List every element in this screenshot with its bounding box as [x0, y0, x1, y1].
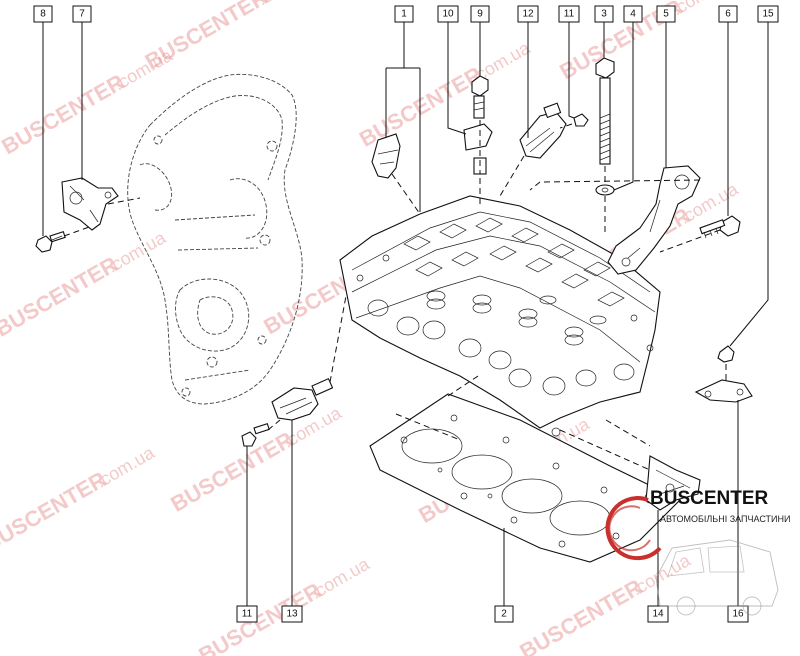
callout-boxes: 8 7 1 10 9 12 11 3 4 5 6 15 11 13 2 14 1… [33, 5, 779, 623]
svg-text:9: 9 [477, 9, 483, 20]
vvt-solenoid-12 [519, 102, 567, 159]
bolt-11-lower [241, 422, 270, 447]
lifting-eye-5 [607, 165, 701, 275]
washer-4 [595, 184, 615, 196]
watermark-brand: BUSCENTER [166, 427, 297, 517]
watermark-domain: .com.ua [307, 553, 373, 603]
logo-name: BUSCENTER [650, 488, 769, 509]
cylinder-head [339, 195, 661, 437]
watermark-brand: BUSCENTER [515, 574, 646, 656]
svg-text:7: 7 [79, 9, 85, 20]
callout-3: 3 [594, 5, 614, 23]
watermark-domain: .com.ua [104, 227, 170, 277]
callout-14: 14 [647, 605, 669, 623]
svg-text:1: 1 [401, 9, 407, 20]
callout-2: 2 [494, 605, 514, 623]
svg-text:3: 3 [601, 9, 607, 20]
svg-text:11: 11 [242, 609, 253, 620]
callout-5: 5 [656, 5, 676, 23]
assembly-line [63, 225, 93, 237]
svg-text:11: 11 [564, 9, 575, 20]
assembly-lines [267, 120, 727, 471]
van-icon [655, 539, 779, 607]
watermark-domain: .com.ua [92, 442, 158, 492]
assembly-line [107, 197, 141, 205]
callout-1: 1 [394, 5, 414, 23]
svg-text:16: 16 [732, 609, 744, 620]
bolt-11-upper [573, 113, 589, 127]
bolt-9 [471, 75, 489, 119]
logo-arc [605, 496, 662, 561]
callout-8: 8 [33, 5, 53, 23]
svg-text:10: 10 [442, 9, 454, 20]
solenoid-13 [271, 377, 334, 421]
watermark-brand: BUSCENTER [0, 251, 122, 341]
callout-16: 16 [727, 605, 749, 623]
bolt-15 [717, 345, 735, 363]
svg-text:6: 6 [725, 9, 731, 20]
buscenter-logo: BUSCENTER АВТОМОБІЛЬНІ ЗАПЧАСТИНИ [605, 488, 790, 616]
callout-11-top: 11 [558, 5, 580, 23]
sleeve-10 [463, 123, 493, 175]
bolt-8 [35, 230, 66, 253]
callout-12: 12 [517, 5, 539, 23]
logo-tagline: АВТОМОБІЛЬНІ ЗАПЧАСТИНИ [660, 514, 790, 524]
svg-text:4: 4 [630, 9, 636, 20]
bolt-6 [699, 215, 741, 239]
sensor-bracket-14 [645, 455, 701, 511]
watermark-brand: BUSCENTER [0, 69, 129, 159]
callout-6: 6 [718, 5, 738, 23]
head-gasket [369, 393, 681, 563]
callout-15: 15 [757, 5, 779, 23]
callout-10: 10 [437, 5, 459, 23]
svg-text:2: 2 [501, 609, 507, 620]
bracket-16 [694, 379, 753, 403]
watermark-domain: .com.ua [254, 0, 320, 9]
watermark-brand: BUSCENTER [141, 0, 272, 74]
svg-text:5: 5 [663, 9, 669, 20]
callout-11-bottom: 11 [236, 605, 258, 623]
svg-text:8: 8 [40, 9, 46, 20]
plug-1 [371, 133, 401, 179]
callout-4: 4 [623, 5, 643, 23]
watermark-brand: BUSCENTER [194, 578, 325, 656]
timing-cover [127, 73, 303, 405]
callout-13: 13 [281, 605, 303, 623]
svg-text:13: 13 [286, 609, 298, 620]
svg-text:12: 12 [522, 9, 534, 20]
svg-text:14: 14 [652, 609, 664, 620]
svg-text:15: 15 [762, 9, 774, 20]
callout-9: 9 [470, 5, 490, 23]
head-bolt-3 [595, 57, 615, 165]
callout-7: 7 [72, 5, 92, 23]
bracket-7 [61, 177, 119, 231]
leader-lines [42, 22, 769, 606]
watermark-brand: BUSCENTER [0, 466, 111, 556]
